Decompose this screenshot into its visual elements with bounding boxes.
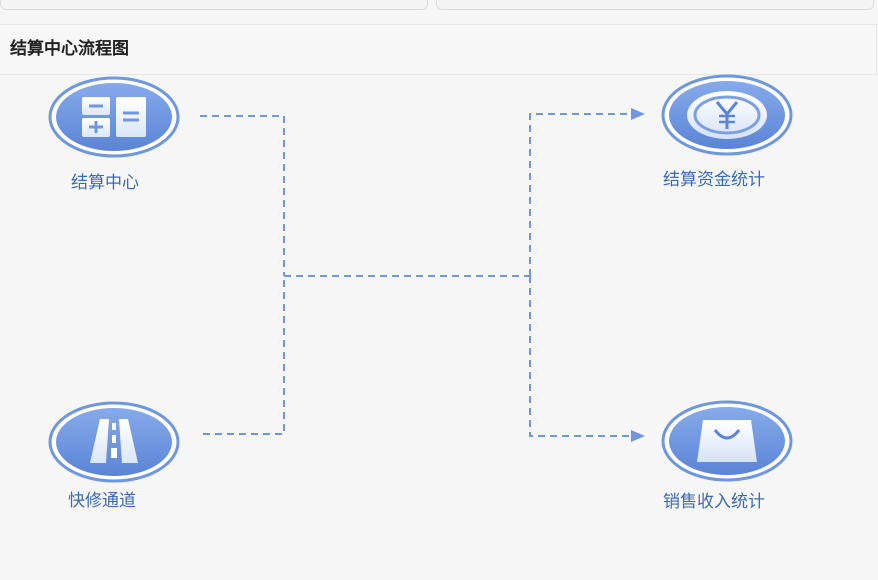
top-card-left [0,0,428,10]
yen-coin-icon [661,74,793,156]
node-label-settlement-fund-stats: 结算资金统计 [663,170,765,190]
node-express-repair[interactable]: 快修通道 [48,401,180,521]
connector-settlement-center [200,115,285,276]
connector-to-sales-stats [529,276,645,442]
node-settlement-center[interactable]: 结算中心 [48,76,180,201]
node-sales-revenue-stats[interactable]: 销售收入统计 [661,400,801,525]
connector-express-repair [203,276,285,435]
shopping-bag-icon [661,400,793,482]
node-label-sales-revenue-stats: 销售收入统计 [663,492,765,512]
panel-header: 结算中心流程图 [0,24,877,75]
panel-title: 结算中心流程图 [10,39,129,59]
calculator-icon [48,76,180,158]
road-icon [48,401,180,483]
node-settlement-fund-stats[interactable]: 结算资金统计 [661,74,801,199]
top-card-right [436,0,874,10]
node-label-settlement-center: 结算中心 [71,173,139,193]
connector-to-fund-stats [529,108,645,276]
node-label-express-repair: 快修通道 [68,491,136,511]
